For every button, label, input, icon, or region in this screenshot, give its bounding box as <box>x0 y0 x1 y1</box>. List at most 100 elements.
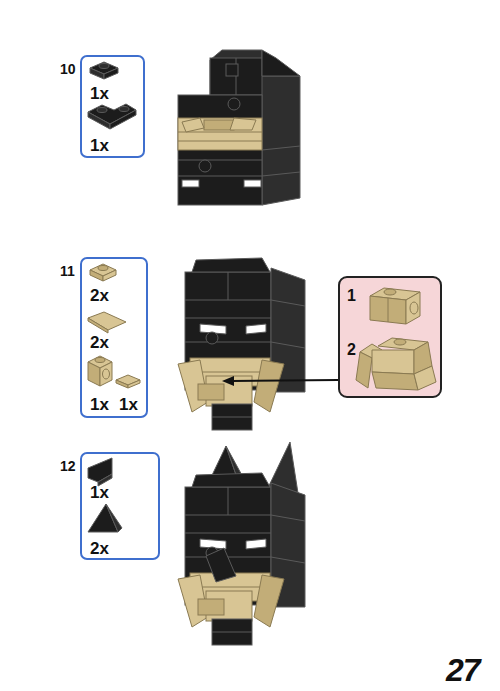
brick-shape <box>119 107 129 112</box>
brick-shape <box>128 380 140 388</box>
parts-list-box: 112x2x1x1x <box>80 257 148 418</box>
brick-shape <box>266 442 300 506</box>
part-quantity: 1x <box>119 396 138 413</box>
brick-shape <box>372 350 414 374</box>
brick-shape <box>88 356 112 368</box>
brick-shape <box>100 362 112 386</box>
part-icon <box>90 264 116 281</box>
sub-assembly-callout: 12 <box>338 276 442 398</box>
brick-shape <box>178 132 262 133</box>
brick-shape <box>88 362 100 386</box>
brick-shape <box>88 504 118 532</box>
brick-shape <box>98 474 112 486</box>
brick-shape <box>110 110 136 129</box>
brick-shape <box>244 180 261 187</box>
brick-shape <box>230 118 256 130</box>
part-quantity: 1x <box>90 396 109 413</box>
brick-shape <box>178 473 305 645</box>
brick-shape <box>232 380 338 381</box>
brick-shape <box>226 446 250 492</box>
brick-shape <box>98 266 108 271</box>
step-number: 12 <box>60 459 76 473</box>
brick-shape <box>90 68 104 79</box>
brick-shape <box>262 50 300 76</box>
brick-shape <box>88 458 112 482</box>
brick-shape <box>372 372 418 390</box>
part-quantity: 1x <box>90 85 109 102</box>
brick-shape <box>394 339 406 345</box>
brick-shape <box>370 288 420 300</box>
brick-shape <box>103 270 116 281</box>
brick-shape <box>388 298 389 322</box>
brick-shape <box>97 108 107 113</box>
part-icon <box>88 356 112 386</box>
brick-shape <box>178 118 262 150</box>
step-number: 10 <box>60 62 76 76</box>
brick-shape <box>406 292 420 324</box>
brick-shape <box>262 172 300 176</box>
brick-shape <box>88 318 108 333</box>
sub-assembly-2 <box>356 338 436 390</box>
page-number: 27 <box>446 654 480 686</box>
brick-shape <box>178 176 262 177</box>
parts-list-box: 121x2x <box>80 452 160 560</box>
brick-shape <box>178 95 262 205</box>
brick-shape <box>222 376 234 386</box>
brick-shape <box>90 270 103 281</box>
brick-shape <box>228 98 240 110</box>
brick-shape <box>370 296 406 324</box>
brick-shape <box>414 366 436 390</box>
brick-shape <box>226 64 238 76</box>
brick-shape <box>178 160 262 161</box>
brick-shape <box>206 548 236 582</box>
part-quantity: 2x <box>90 287 109 304</box>
part-quantity: 2x <box>90 540 109 557</box>
brick-shape <box>106 504 122 532</box>
step-number: 11 <box>60 264 75 278</box>
part-icon <box>88 312 126 333</box>
brick-shape <box>88 104 136 124</box>
brick-shape <box>204 446 242 492</box>
callout-number: 1 <box>347 288 356 304</box>
callout-number: 2 <box>347 342 356 358</box>
brick-shape <box>178 258 305 430</box>
brick-shape <box>88 112 110 129</box>
brick-shape <box>182 180 199 187</box>
brick-shape <box>378 338 428 350</box>
brick-shape <box>103 369 110 379</box>
model-step-11 <box>178 258 305 430</box>
leader-arrow <box>222 376 338 386</box>
brick-shape <box>204 120 234 130</box>
part-quantity: 2x <box>90 334 109 351</box>
part-icon <box>88 104 136 129</box>
part-icon <box>116 375 140 388</box>
parts-list-box: 101x1x <box>80 55 145 158</box>
brick-shape <box>104 68 118 79</box>
model-step-10 <box>178 50 300 205</box>
brick-shape <box>262 146 300 150</box>
brick-shape <box>210 50 300 205</box>
part-quantity: 1x <box>90 137 109 154</box>
brick-shape <box>182 118 204 132</box>
brick-shape <box>90 62 118 74</box>
brick-shape <box>116 375 140 385</box>
brick-shape <box>90 264 116 276</box>
brick-shape <box>88 312 126 330</box>
brick-shape <box>178 141 262 142</box>
model-step-12 <box>178 442 305 645</box>
brick-shape <box>356 352 372 388</box>
brick-shape <box>95 358 105 363</box>
part-icon <box>88 504 122 532</box>
brick-shape <box>410 302 418 314</box>
brick-shape <box>360 344 382 358</box>
brick-shape <box>178 473 305 645</box>
brick-shape <box>210 58 262 95</box>
brick-shape <box>199 160 211 172</box>
brick-shape <box>99 64 109 69</box>
part-quantity: 1x <box>90 484 109 501</box>
part-icon <box>90 62 118 79</box>
brick-shape <box>236 58 237 95</box>
brick-shape <box>414 342 432 374</box>
